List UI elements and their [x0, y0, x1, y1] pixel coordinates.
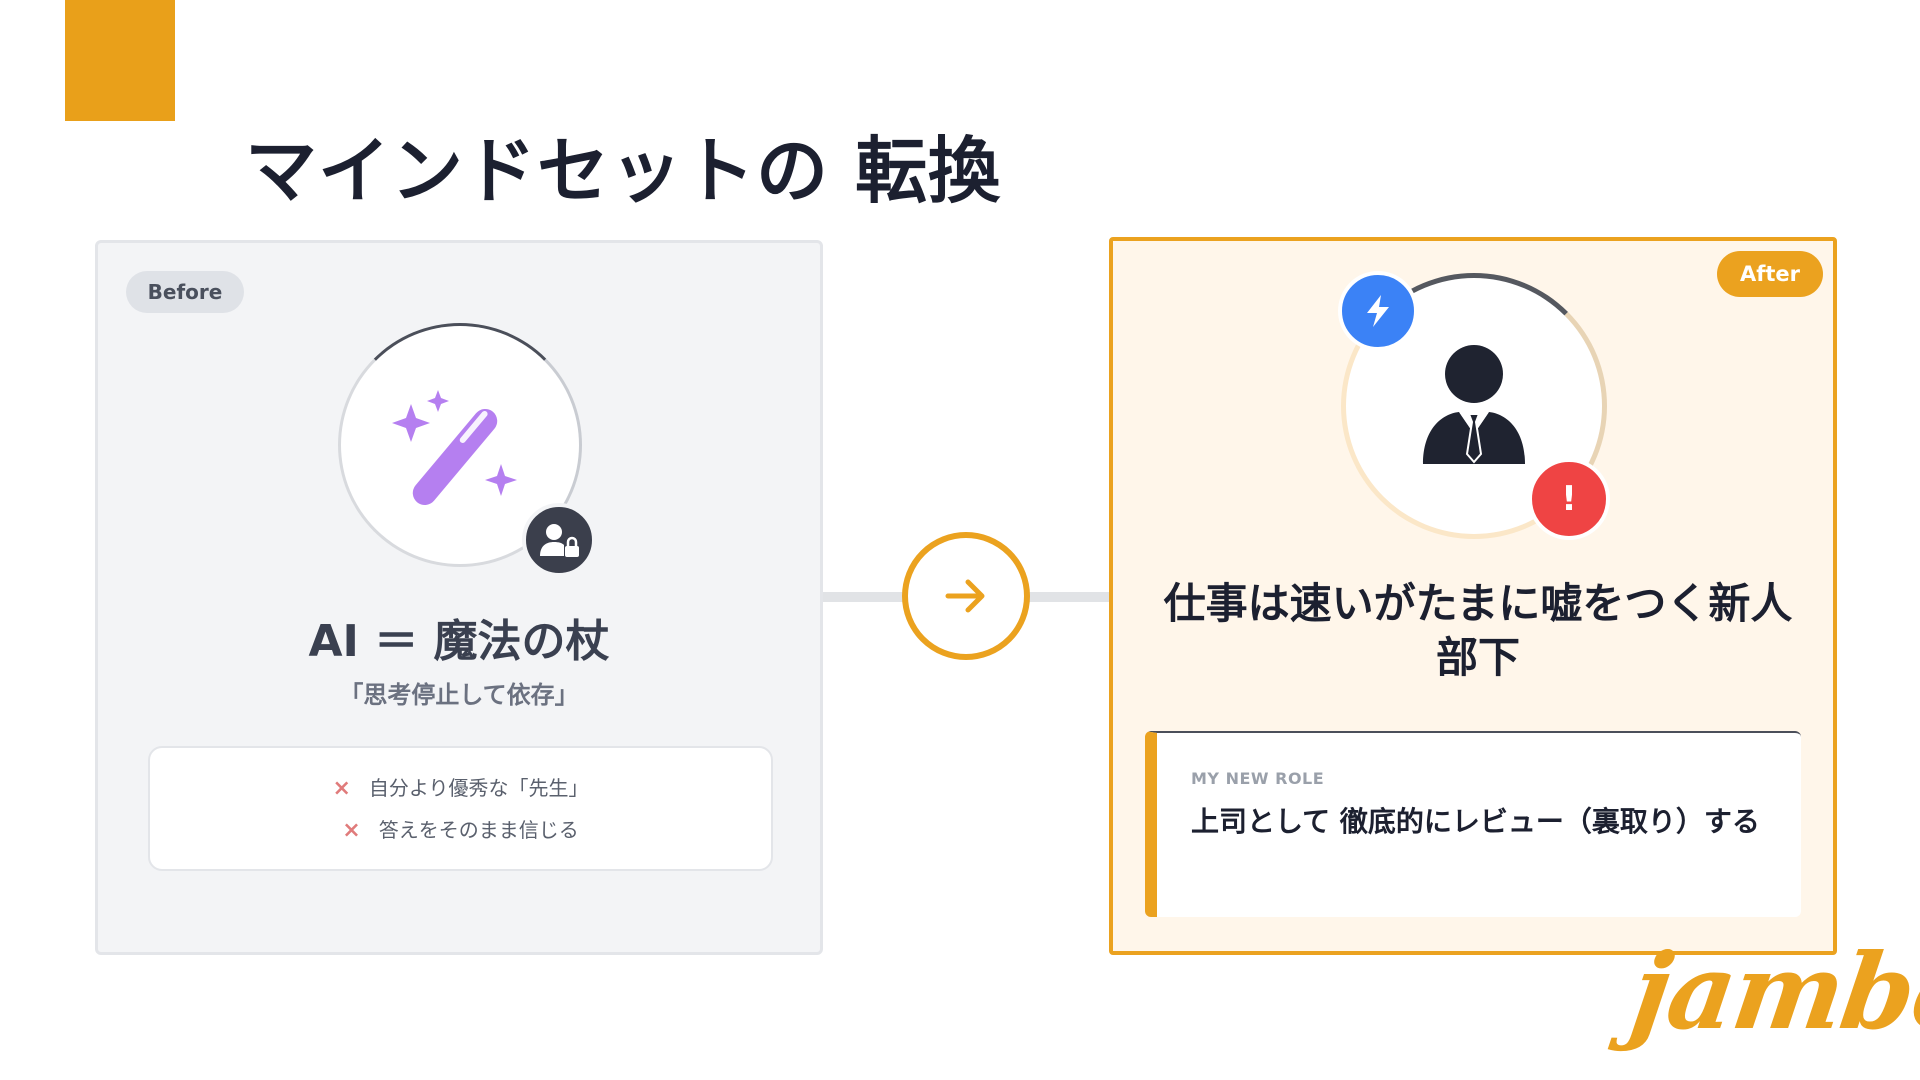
lightning-bolt-icon: [1367, 295, 1389, 327]
list-item-text: 自分より優秀な「先生」: [368, 776, 589, 800]
wand-circle: [338, 323, 582, 567]
role-box: MY NEW ROLE 上司として 徹底的にレビュー（裏取り）する: [1145, 731, 1801, 917]
list-item: × 答えをそのまま信じる: [150, 814, 771, 843]
magic-wand-icon: [392, 390, 517, 506]
after-heading: 仕事は速いがたまに嘘をつく新人部下: [1163, 579, 1793, 682]
bolt-badge: [1338, 271, 1418, 351]
accent-block: [65, 0, 175, 121]
before-list: × 自分より優秀な「先生」 × 答えをそのまま信じる: [148, 746, 773, 871]
user-lock-icon: [540, 524, 579, 557]
after-badge: After: [1717, 251, 1823, 297]
cross-icon: ×: [342, 818, 361, 843]
brand-logo-text: jambo: [1624, 930, 1920, 1053]
role-label: MY NEW ROLE: [1191, 769, 1325, 788]
before-subheading: 「思考停止して依存」: [339, 681, 579, 709]
alert-badge: !: [1528, 458, 1610, 540]
arrow-right-icon: [945, 579, 985, 613]
page-title: マインドセットの 転換: [245, 129, 1002, 213]
role-text: 上司として 徹底的にレビュー（裏取り）する: [1191, 805, 1760, 838]
list-item: × 自分より優秀な「先生」: [150, 772, 771, 801]
arrow-circle: [902, 532, 1030, 660]
businessman-icon: [1423, 345, 1525, 464]
before-badge: Before: [126, 271, 244, 313]
list-item-text: 答えをそのまま信じる: [378, 818, 579, 842]
cross-icon: ×: [332, 776, 351, 801]
person-circle: [1341, 273, 1607, 539]
before-heading: AI ＝ 魔法の杖: [308, 616, 610, 667]
brand-logo: jambo: [1624, 930, 1920, 1065]
before-card: Before AI ＝ 魔法の杖 「思考停止して依存」 × 自分より優秀な「先生」…: [95, 240, 823, 955]
after-card: After ! 仕事は速いがたまに嘘をつく新人部下 MY NEW ROLE 上司…: [1109, 237, 1837, 955]
user-lock-badge: [522, 503, 596, 577]
